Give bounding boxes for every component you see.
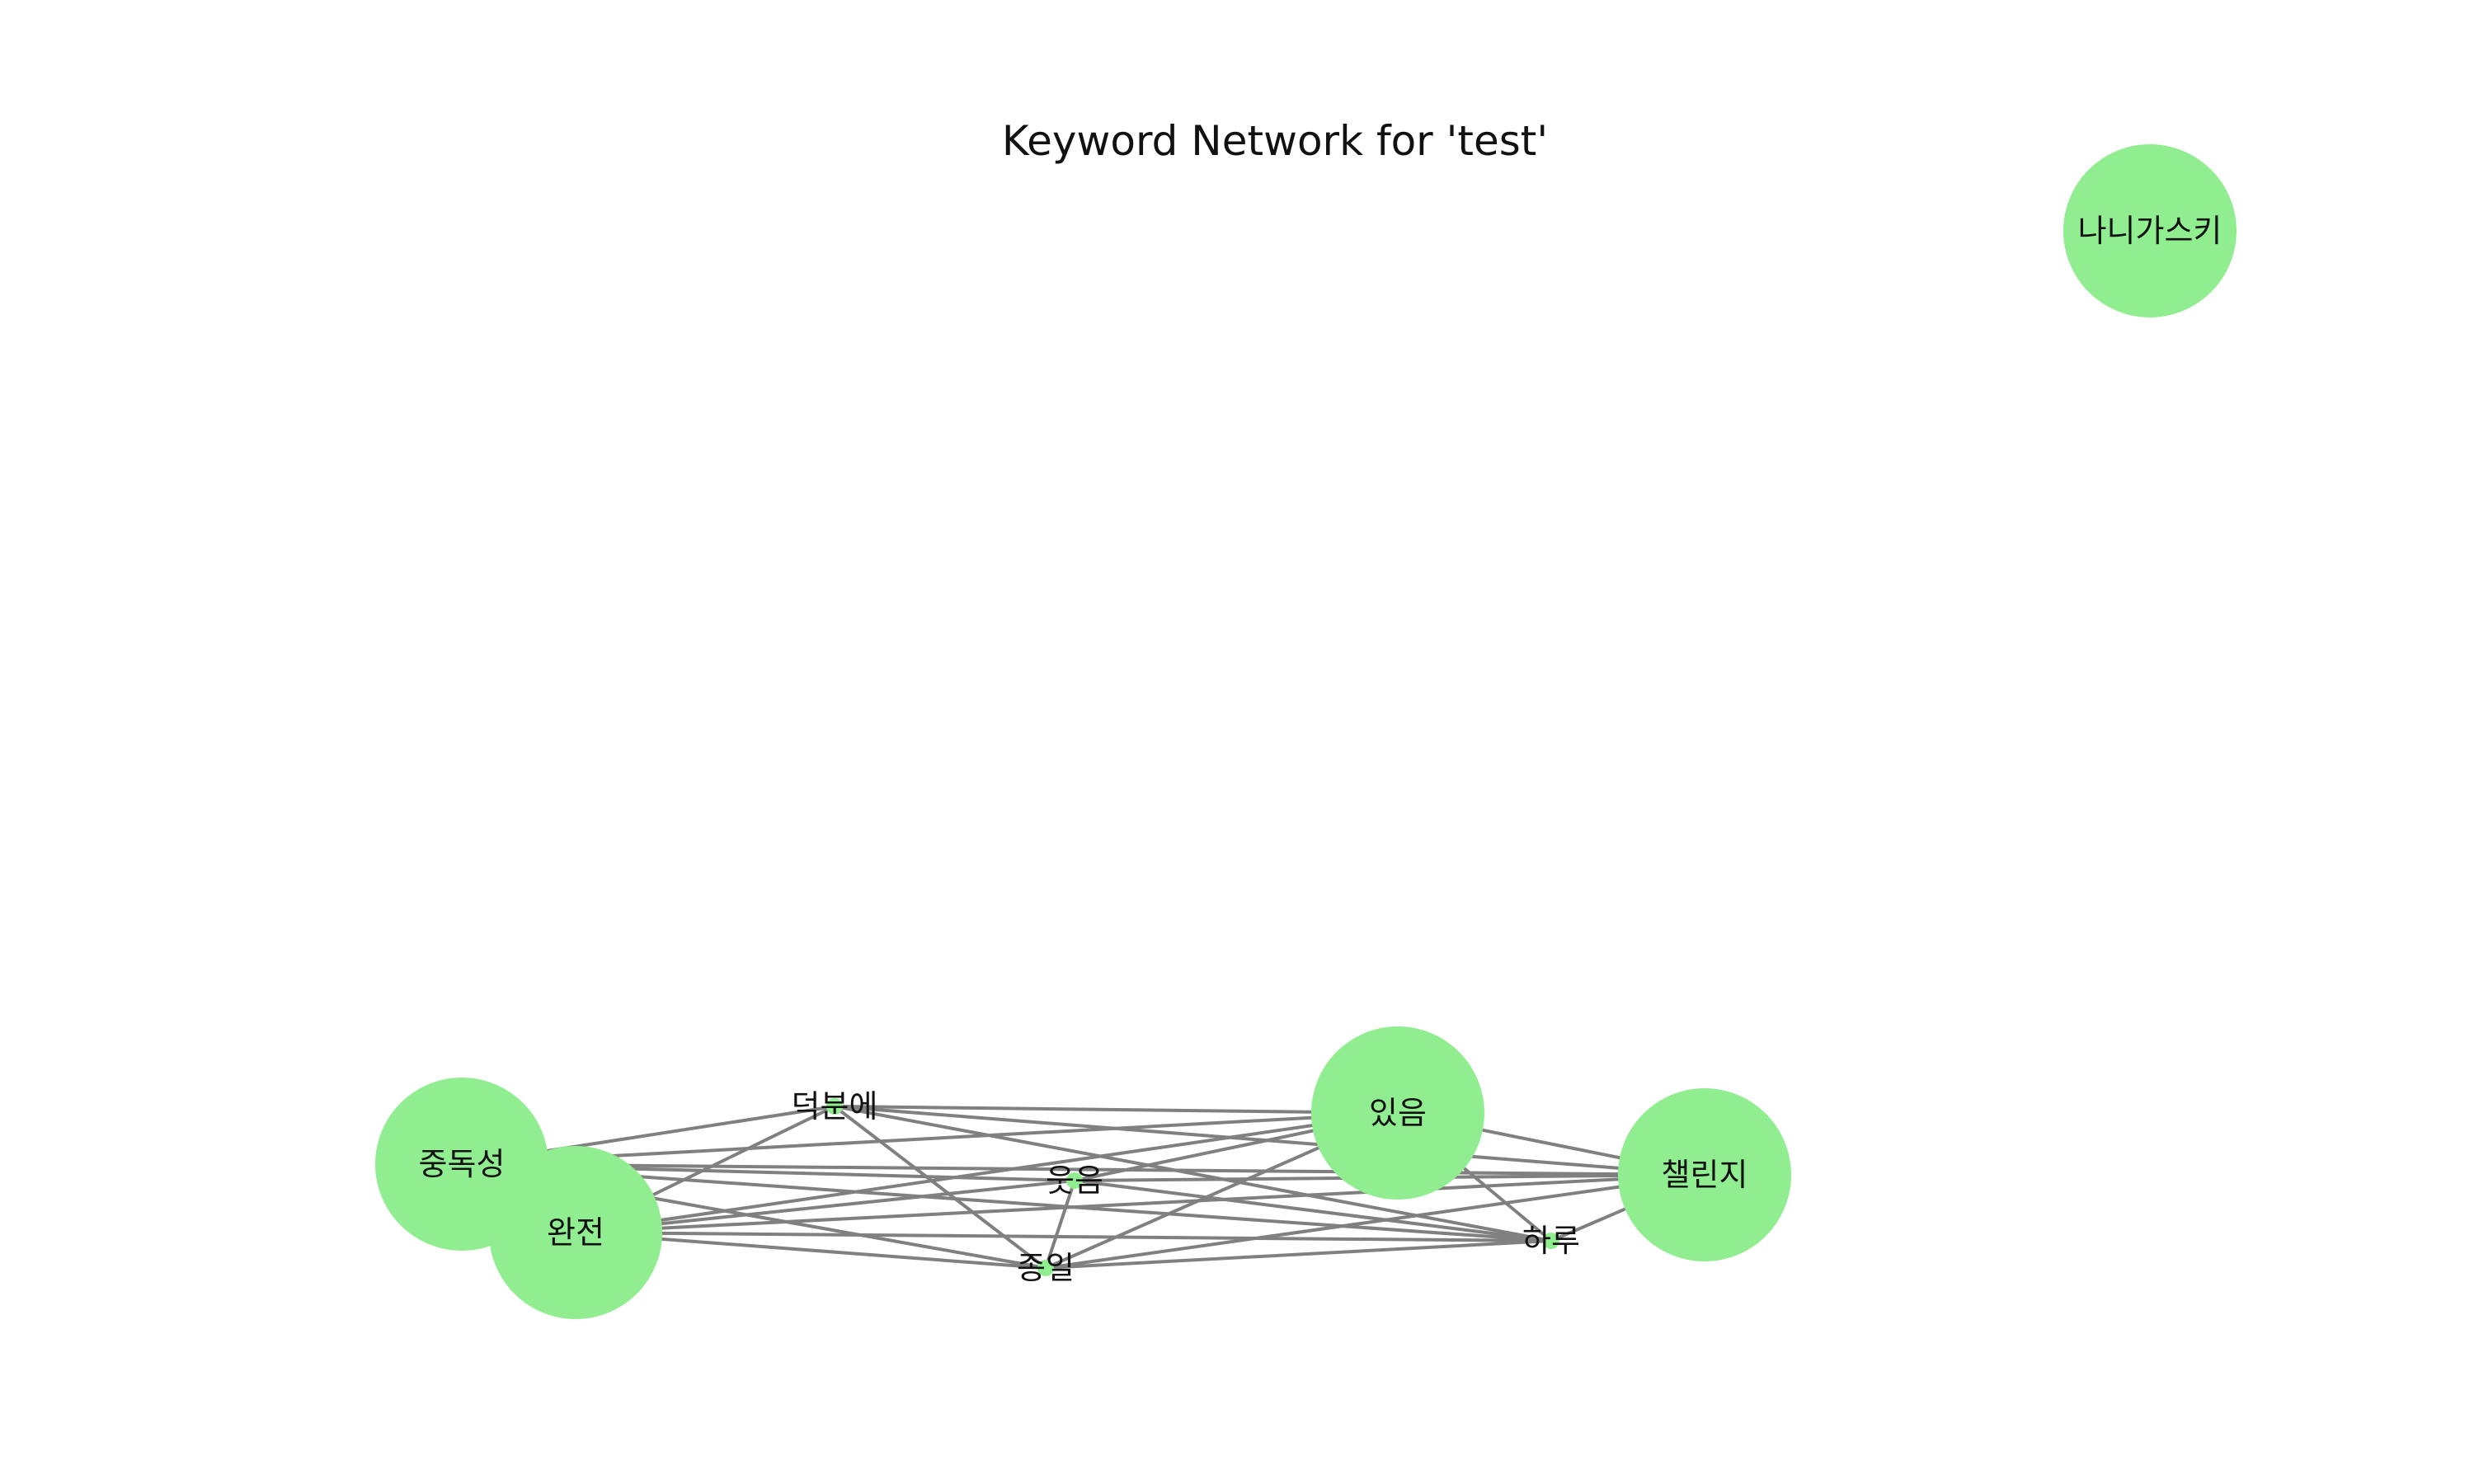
node-circle [1311, 1026, 1484, 1200]
network-node: 있음 [1311, 1026, 1484, 1200]
network-node: 덕분에 [792, 1088, 878, 1125]
network-edge [833, 1105, 1047, 1270]
network-node: 나니가스키 [2063, 144, 2236, 317]
node-label: 완전 [547, 1214, 604, 1251]
network-edge [575, 1173, 1705, 1234]
network-edge [1045, 1239, 1552, 1270]
node-circle [1066, 1172, 1083, 1189]
network-edge [834, 1105, 1399, 1115]
node-circle [1618, 1088, 1791, 1261]
node-label: 중독성 [419, 1146, 506, 1182]
network-node: 챌린지 [1618, 1088, 1791, 1261]
node-circle [1037, 1260, 1054, 1276]
network-edge [461, 1162, 1552, 1242]
network-edge [461, 1111, 1399, 1166]
node-label: 있음 [1369, 1095, 1427, 1131]
node-label: 하루 [1522, 1223, 1580, 1259]
network-edge [1044, 1180, 1076, 1269]
node-label: 나니가스키 [2078, 213, 2222, 249]
node-circle [1543, 1233, 1559, 1249]
network-node: 하루 [1522, 1223, 1580, 1259]
node-circle [826, 1098, 843, 1115]
network-edge [575, 1111, 1399, 1234]
network-edge [1045, 1173, 1705, 1270]
network-node: 종일 [1017, 1250, 1075, 1286]
network-node: 완전 [489, 1146, 662, 1319]
network-node: 웃음 [1046, 1162, 1103, 1199]
network-edge [1074, 1179, 1552, 1242]
node-label: 종일 [1017, 1250, 1075, 1286]
node-circle [2063, 144, 2236, 317]
network-edge [834, 1105, 1552, 1242]
node-label: 덕분에 [792, 1088, 878, 1125]
node-label: 웃음 [1046, 1162, 1103, 1199]
diagram-title: Keyword Network for 'test' [1002, 117, 1548, 165]
network-edge [461, 1162, 1705, 1176]
network-edge [575, 1231, 1552, 1242]
node-circle [489, 1146, 662, 1319]
node-label: 챌린지 [1662, 1157, 1748, 1193]
